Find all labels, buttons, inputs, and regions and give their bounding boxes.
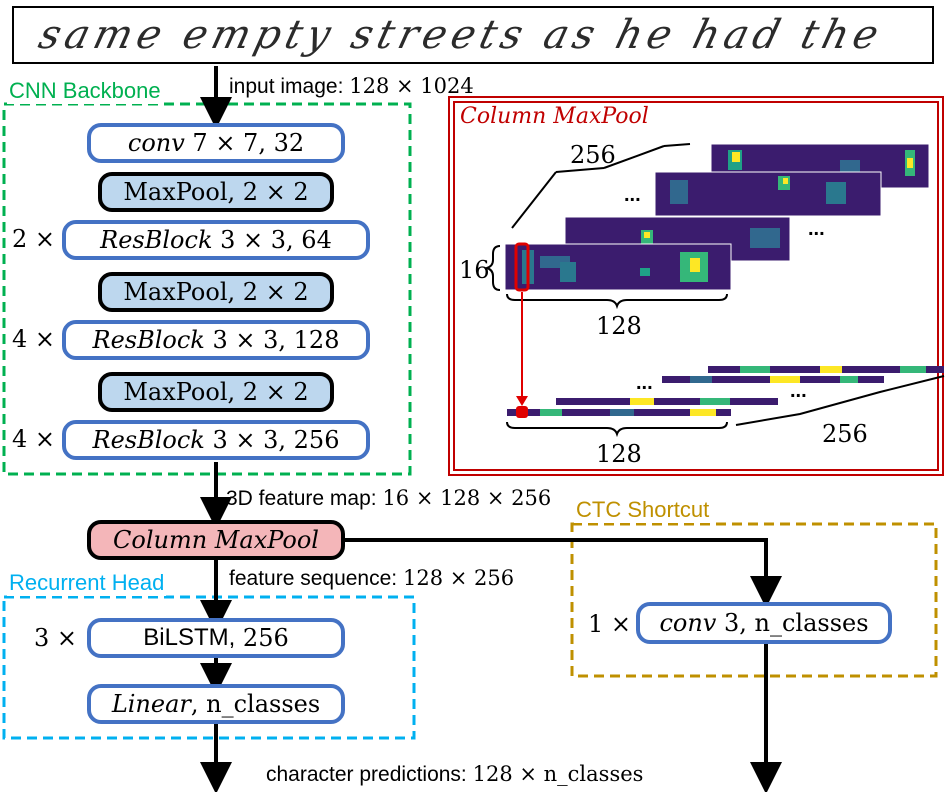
recurrent-head-title: Recurrent Head — [7, 570, 167, 596]
dim-width: 128 — [596, 312, 642, 340]
feature-sequence-dims: 128 × 256 — [402, 566, 515, 590]
maxpool-op-2: MaxPool, — [123, 278, 236, 306]
column-highlight — [514, 242, 530, 292]
resblock-mult-3: 4 × — [12, 425, 56, 453]
dots-1: ... — [624, 184, 641, 206]
brace-bottom-channels — [735, 375, 945, 426]
resblock-3: ResBlock 3 × 3, 256 — [62, 420, 370, 460]
maxpool-block-3: MaxPool, 2 × 2 — [98, 372, 334, 412]
conv-block: conv 7 × 7, 32 — [87, 123, 345, 163]
dim-bottom-channels: 256 — [822, 420, 868, 448]
dots-3: ... — [636, 372, 653, 394]
feature-map-dims: 16 × 128 × 256 — [382, 486, 552, 510]
brace-height — [483, 245, 501, 291]
maxpool-params-2: 2 × 2 — [242, 278, 309, 306]
conv-params: 7 × 7, 32 — [192, 129, 305, 157]
bilstm-op: BiLSTM, — [143, 624, 236, 651]
brace-top-channels — [511, 143, 691, 229]
predictions-dims: 128 × n_classes — [472, 762, 644, 786]
pooled-vectors — [507, 366, 944, 418]
feature-map-3 — [654, 171, 882, 217]
column-maxpool-panel-outer — [448, 96, 944, 476]
ctc-conv-op: conv — [659, 609, 717, 637]
dim-height: 16 — [459, 256, 490, 284]
predictions-label: character predictions: 128 × n_classes — [266, 762, 643, 787]
cnn-backbone-title: CNN Backbone — [7, 78, 163, 104]
maxpool-block-1: MaxPool, 2 × 2 — [98, 172, 334, 212]
conv-op: conv — [127, 129, 185, 157]
resblock-mult-2: 4 × — [12, 325, 56, 353]
resblock-op-1: ResBlock — [100, 226, 213, 254]
maxpool-block-2: MaxPool, 2 × 2 — [98, 272, 334, 312]
ctc-conv-mult: 1 × — [588, 610, 632, 638]
recurrent-head-frame — [2, 595, 416, 740]
input-image-label-text: input image: — [229, 75, 344, 98]
resblock-params-1: 3 × 3, 64 — [220, 226, 332, 254]
maxpool-params-1: 2 × 2 — [242, 178, 309, 206]
maxpool-params-3: 2 × 2 — [242, 378, 309, 406]
predictions-label-text: character predictions: — [266, 763, 467, 786]
column-maxpool-op: Column MaxPool — [113, 526, 319, 554]
feature-map-stack — [504, 143, 930, 292]
feature-sequence-label-text: feature sequence: — [229, 567, 398, 590]
ctc-shortcut-frame — [570, 522, 938, 678]
linear-block: Linear, n_classes — [87, 684, 345, 724]
ctc-conv-block: conv 3, n_classes — [636, 602, 892, 644]
column-maxpool-block: Column MaxPool — [87, 520, 345, 560]
dim-top-channels: 256 — [570, 141, 616, 169]
column-maxpool-panel-inner — [453, 101, 939, 471]
dots-2: ... — [808, 218, 825, 240]
resblock-op-2: ResBlock — [92, 326, 205, 354]
resblock-2: ResBlock 3 × 3, 128 — [62, 320, 370, 360]
brace-width — [506, 293, 728, 310]
column-maxpool-panel-title: Column MaxPool — [460, 104, 649, 129]
pooled-cell-highlight — [516, 406, 528, 418]
feature-map-label-text: 3D feature map: — [226, 487, 377, 510]
resblock-params-2: 3 × 3, 128 — [212, 326, 340, 354]
cnn-backbone-frame — [2, 102, 412, 476]
feature-map-label: 3D feature map: 16 × 128 × 256 — [226, 486, 551, 511]
dots-4: ... — [790, 380, 807, 402]
input-image-label: input image: 128 × 1024 — [229, 74, 474, 99]
maxpool-op-3: MaxPool, — [123, 378, 236, 406]
brace-bottom-width — [506, 421, 728, 438]
linear-op: Linear — [111, 690, 191, 718]
bilstm-block: BiLSTM, 256 — [87, 618, 345, 658]
linear-params: , n_classes — [190, 690, 321, 718]
dim-bottom-width: 128 — [596, 440, 642, 468]
input-image: same empty streets as he had the — [12, 6, 934, 64]
input-image-dims: 128 × 1024 — [349, 74, 474, 98]
arrow-shortcut-path — [345, 538, 782, 608]
resblock-params-3: 3 × 3, 256 — [212, 426, 340, 454]
feature-sequence-label: feature sequence: 128 × 256 — [229, 566, 514, 591]
resblock-mult-1: 2 × — [12, 225, 56, 253]
ctc-shortcut-title: CTC Shortcut — [574, 497, 712, 523]
resblock-op-3: ResBlock — [92, 426, 205, 454]
bilstm-mult: 3 × — [34, 624, 78, 652]
bilstm-params: 256 — [242, 624, 289, 652]
ctc-conv-params: 3, n_classes — [723, 609, 869, 637]
resblock-1: ResBlock 3 × 3, 64 — [62, 220, 370, 260]
maxpool-op-1: MaxPool, — [123, 178, 236, 206]
